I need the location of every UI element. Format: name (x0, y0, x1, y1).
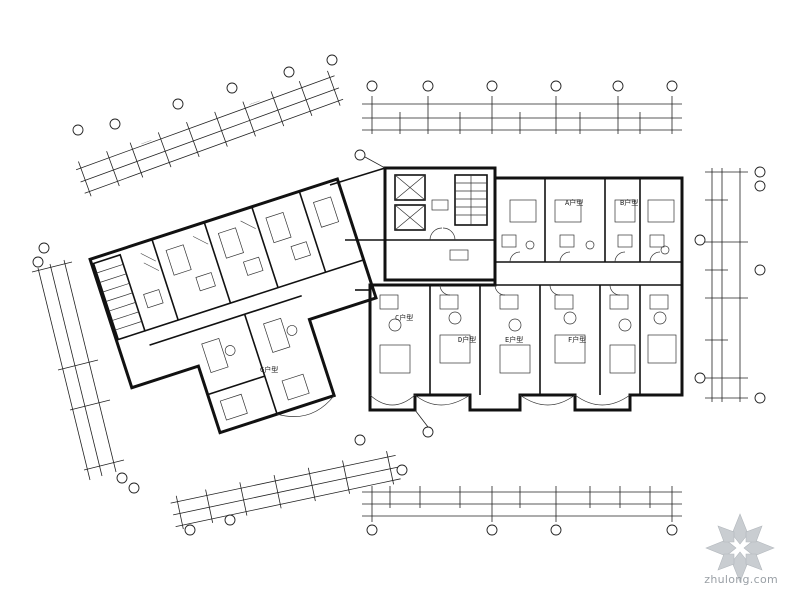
dimension-chain-right (705, 166, 766, 404)
room-labels: C户型 D户型 E户型 F户型 A户型 B户型 G户型 (260, 198, 638, 374)
dimension-chain-top-left: ____ ____ (75, 70, 344, 197)
right-wing (368, 176, 684, 412)
link-corridor (329, 167, 386, 291)
dimension-chain-bottom-right (362, 486, 682, 536)
room-label-c: C户型 (395, 313, 413, 322)
left-wing (88, 177, 378, 435)
svg-text:____: ____ (140, 136, 152, 145)
room-label-b: B户型 (620, 198, 638, 207)
room-label-g: G户型 (260, 365, 278, 374)
dimension-chain-top-right (362, 80, 682, 134)
dimension-chain-bottom-left (170, 451, 401, 530)
grid-bubbles-bottom-left (184, 434, 408, 536)
room-label-f: F户型 (568, 335, 586, 344)
room-label-e: E户型 (505, 335, 523, 344)
dimension-chain-left (31, 242, 140, 494)
central-core (383, 166, 497, 282)
svg-text:____: ____ (248, 97, 260, 106)
grid-bubbles-top-left (72, 54, 338, 136)
room-label-a: A户型 (565, 198, 583, 207)
section-callouts (354, 149, 706, 438)
watermark-text: zhulong.com (704, 573, 778, 586)
room-label-d: D户型 (458, 335, 476, 344)
zhulong-logo (705, 513, 775, 583)
